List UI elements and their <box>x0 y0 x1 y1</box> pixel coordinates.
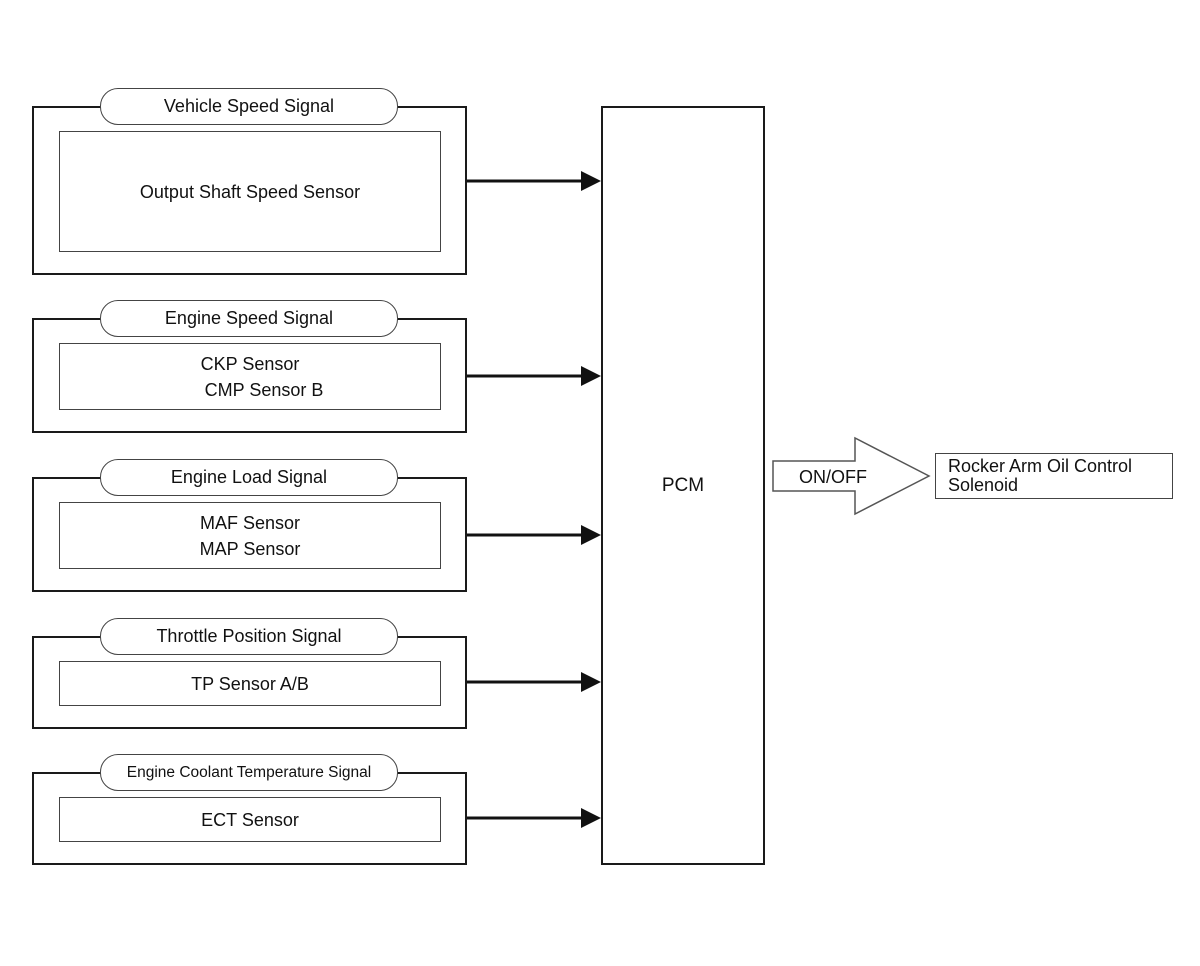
input-group-engine-load: MAF Sensor MAP Sensor <box>32 477 467 592</box>
output-device-box: Rocker Arm Oil Control Solenoid <box>935 453 1173 499</box>
sensor-label: CKP Sensor <box>200 353 300 374</box>
output-signal-label: ON/OFF <box>799 467 867 487</box>
sensor-label: MAP Sensor <box>199 538 301 559</box>
pcm-box: PCM <box>601 106 765 865</box>
input-group-engine-speed: CKP Sensor CMP Sensor B <box>32 318 467 433</box>
input-group-vehicle-speed: Output Shaft Speed Sensor <box>32 106 467 275</box>
sensor-box: CKP Sensor CMP Sensor B <box>59 343 441 410</box>
sensor-box: MAF Sensor MAP Sensor <box>59 502 441 569</box>
sensor-label: MAF Sensor <box>199 512 301 533</box>
signal-label: Throttle Position Signal <box>156 626 342 646</box>
signal-arrowhead <box>581 672 601 692</box>
sensor-label: CMP Sensor B <box>204 379 324 400</box>
signal-arrowhead <box>581 366 601 386</box>
sensor-box: ECT Sensor <box>59 797 441 842</box>
output-device-label-line: Solenoid <box>948 475 1019 495</box>
signal-label: Engine Speed Signal <box>164 308 334 328</box>
sensor-label: ECT Sensor <box>201 809 299 830</box>
signal-label-pill: Throttle Position Signal <box>100 618 398 655</box>
signal-arrowhead <box>581 171 601 191</box>
signal-label-pill: Engine Coolant Temperature Signal <box>100 754 398 791</box>
output-device-label-line: Rocker Arm Oil Control <box>948 456 1133 476</box>
output-block-arrow <box>772 436 931 516</box>
sensor-box: TP Sensor A/B <box>59 661 441 706</box>
signal-label-pill: Engine Speed Signal <box>100 300 398 337</box>
sensor-label: TP Sensor A/B <box>191 673 309 694</box>
signal-arrowhead <box>581 525 601 545</box>
signal-label: Engine Coolant Temperature Signal <box>126 763 372 781</box>
signal-arrowhead <box>581 808 601 828</box>
signal-label: Engine Load Signal <box>170 467 328 487</box>
signal-label: Vehicle Speed Signal <box>163 96 335 116</box>
sensor-box: Output Shaft Speed Sensor <box>59 131 441 252</box>
signal-label-pill: Engine Load Signal <box>100 459 398 496</box>
sensor-label: Output Shaft Speed Sensor <box>139 181 361 202</box>
pcm-label: PCM <box>661 474 705 496</box>
signal-label-pill: Vehicle Speed Signal <box>100 88 398 125</box>
